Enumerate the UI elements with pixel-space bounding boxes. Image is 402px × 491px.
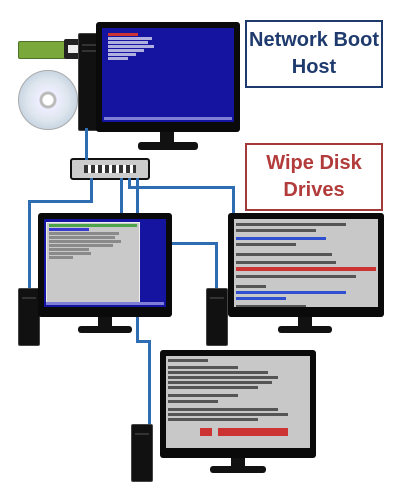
disk-erase-screen: [234, 219, 378, 307]
bottom-monitor-neck: [231, 458, 245, 468]
right-monitor-neck: [298, 317, 312, 327]
network-switch: [70, 158, 150, 180]
cable-left-down: [28, 200, 31, 290]
right-monitor-base: [278, 326, 332, 333]
left-monitor-neck: [98, 317, 112, 327]
bottom-monitor-base: [210, 466, 266, 473]
cable-host-to-switch: [85, 128, 88, 160]
erase-finished-screen: [166, 356, 310, 448]
cable-switch-left: [90, 178, 93, 202]
right-client-monitor: [228, 213, 384, 317]
ok-button: [200, 428, 212, 436]
host-monitor: [96, 22, 240, 144]
cable-right-h: [128, 186, 234, 189]
bottom-client-tower: [131, 424, 153, 482]
cable-bottom-h2: [136, 340, 151, 343]
left-monitor-base: [78, 326, 132, 333]
cable-bottom-v: [136, 178, 139, 240]
middle-client-tower: [206, 288, 228, 346]
bottom-client-monitor: [160, 350, 316, 458]
cable-bottom-down: [148, 340, 151, 430]
cable-right-down: [232, 186, 235, 216]
cd-disc-icon: [18, 70, 78, 130]
cable-mid-down: [215, 242, 218, 292]
boot-menu-screen: [44, 219, 166, 307]
wipe-disk-drives-label: Wipe Disk Drives: [245, 143, 383, 211]
reboot-button: [218, 428, 288, 436]
cable-switch-left-h: [28, 200, 93, 203]
cable-switch-mid: [120, 178, 123, 244]
network-boot-host-label: Network Boot Host: [245, 20, 383, 88]
left-client-monitor: [38, 213, 172, 317]
host-monitor-stand: [138, 142, 198, 150]
left-client-tower: [18, 288, 40, 346]
usb-drive-icon: [18, 38, 84, 60]
pxe-boot-menu-screen: [102, 28, 234, 122]
cable-switch-right: [128, 178, 131, 188]
